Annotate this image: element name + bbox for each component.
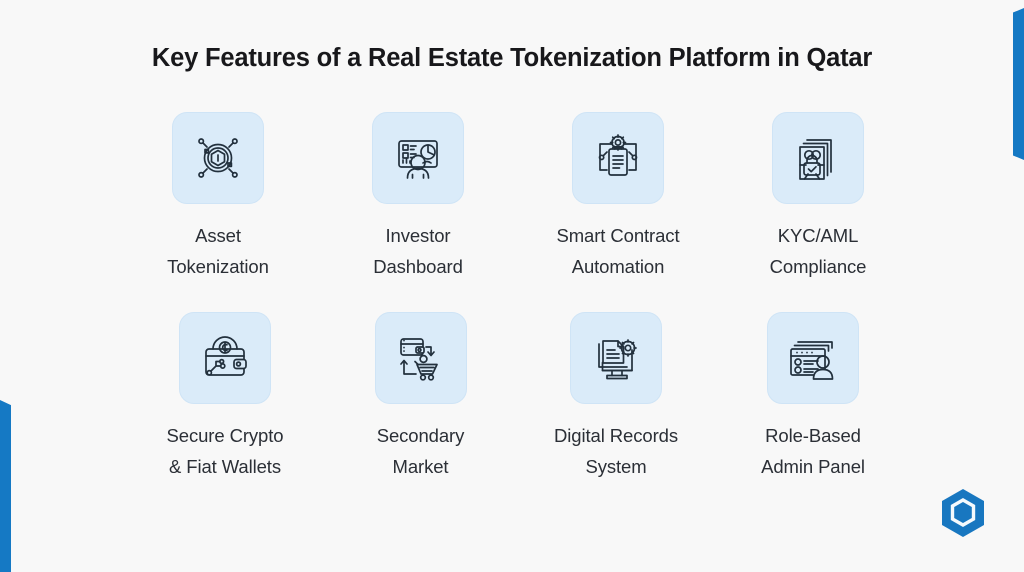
feature-icon-tile <box>570 312 662 405</box>
role-based-admin-icon <box>790 341 834 381</box>
feature-icon-tile <box>767 312 859 405</box>
feature-label: Smart Contract Automation <box>556 225 680 278</box>
feature-label: Asset Tokenization <box>167 225 269 278</box>
feature-icon-tile <box>374 312 467 405</box>
accent-bar-left <box>0 400 11 572</box>
feature-icon-tile <box>172 112 264 204</box>
feature-label: Secondary Market <box>376 425 465 478</box>
feature-item-role-based-admin[interactable]: Role-Based Admin Panel <box>718 312 918 482</box>
feature-item-smart-contract[interactable]: Smart Contract Automation <box>518 112 718 282</box>
feature-icon-tile <box>572 112 664 204</box>
feature-icon-tile <box>179 312 271 405</box>
smart-contract-icon <box>598 134 638 176</box>
feature-label: Digital Records System <box>554 425 678 478</box>
feature-item-secondary-market[interactable]: Secondary Market <box>318 312 518 482</box>
feature-item-digital-records[interactable]: Digital Records System <box>518 312 718 482</box>
asset-tokenization-icon <box>198 138 238 178</box>
feature-label: Investor Dashboard <box>373 225 463 278</box>
feature-item-crypto-fiat-wallets[interactable]: Secure Crypto & Fiat Wallets <box>118 312 318 482</box>
hexagon-logo <box>942 489 984 537</box>
feature-item-investor-dashboard[interactable]: Investor Dashboard <box>318 112 518 282</box>
digital-records-icon <box>598 339 637 380</box>
feature-grid: Asset Tokenization Investor Dashboard <box>118 112 918 482</box>
feature-icon-tile <box>372 112 464 204</box>
feature-label: Secure Crypto & Fiat Wallets <box>166 425 284 478</box>
page-title: Key Features of a Real Estate Tokenizati… <box>151 44 873 72</box>
feature-item-kyc-aml-compliance[interactable]: KYC/AML Compliance <box>718 112 918 282</box>
feature-item-asset-tokenization[interactable]: Asset Tokenization <box>118 112 318 282</box>
kyc-aml-compliance-icon <box>799 139 832 180</box>
crypto-fiat-wallet-icon <box>205 336 247 377</box>
feature-icon-tile <box>772 112 864 204</box>
feature-label: Role-Based Admin Panel <box>761 425 865 478</box>
feature-label: KYC/AML Compliance <box>769 225 867 278</box>
secondary-market-icon <box>399 338 438 381</box>
brand-logo <box>940 488 986 538</box>
investor-dashboard-icon <box>398 140 438 179</box>
accent-bar-right <box>1013 8 1024 160</box>
